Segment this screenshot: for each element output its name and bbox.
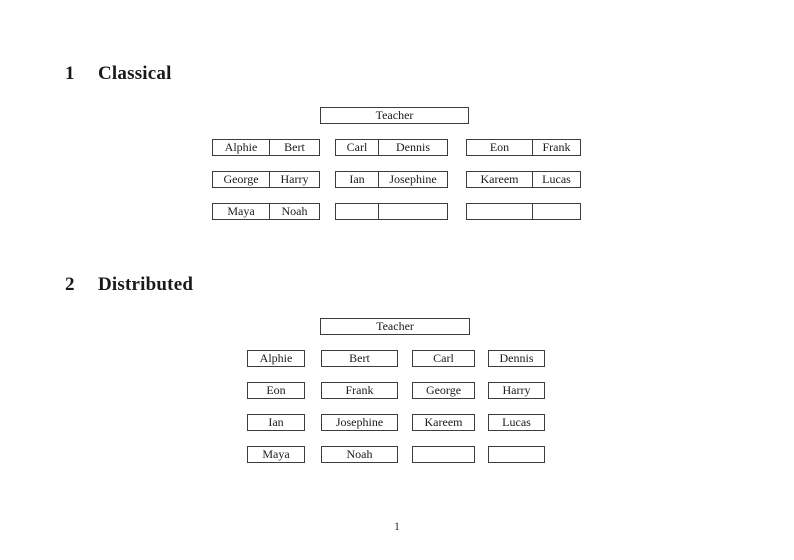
desk-cell: Noah: [281, 204, 308, 218]
desk-cell: Bert: [284, 140, 305, 154]
desk-cell: [533, 204, 580, 219]
section-number: 2: [65, 274, 75, 295]
desk-cell: Dennis: [499, 351, 534, 365]
desk-pair-box-empty: [335, 203, 448, 220]
desk-pair-box: George Harry: [212, 171, 320, 188]
desk-cell: Kareem: [424, 415, 463, 429]
desk-cell: Dennis: [396, 140, 430, 154]
desk-box: Lucas: [488, 414, 545, 431]
desk-box: George: [412, 382, 475, 399]
desk-cell: Josephine: [335, 415, 384, 429]
desk-box: Josephine: [321, 414, 398, 431]
desk-pair-box: Alphie Bert: [212, 139, 320, 156]
desk-box: Dennis: [488, 350, 545, 367]
desk-box: Maya: [247, 446, 305, 463]
desk-cell: George: [213, 172, 270, 187]
desk-box-empty: [412, 446, 475, 463]
desk-cell: Ian: [268, 415, 284, 429]
desk-cell: Alphie: [259, 351, 293, 365]
desk-cell: Kareem: [467, 172, 533, 187]
desk-box: Kareem: [412, 414, 475, 431]
teacher-box: Teacher: [320, 318, 470, 335]
desk-box: Harry: [488, 382, 545, 399]
desk-cell: Harry: [280, 172, 309, 186]
desk-box: Eon: [247, 382, 305, 399]
teacher-box: Teacher: [320, 107, 469, 124]
desk-box: Carl: [412, 350, 475, 367]
desk-cell: Lucas: [502, 415, 531, 429]
section-heading-distributed: 2 Distributed: [65, 274, 193, 296]
desk-cell: Frank: [542, 140, 571, 154]
desk-box: Alphie: [247, 350, 305, 367]
desk-box: Bert: [321, 350, 398, 367]
desk-cell: Alphie: [213, 140, 270, 155]
desk-cell: [336, 204, 379, 219]
desk-pair-box-empty: [466, 203, 581, 220]
teacher-label: Teacher: [376, 319, 414, 333]
desk-cell: Eon: [467, 140, 533, 155]
desk-cell: George: [425, 383, 462, 397]
desk-cell: Carl: [433, 351, 454, 365]
desk-box: Ian: [247, 414, 305, 431]
section-heading-classical: 1 Classical: [65, 63, 172, 85]
desk-cell: Maya: [213, 204, 270, 219]
section-title: Distributed: [98, 274, 194, 295]
desk-box: Noah: [321, 446, 398, 463]
desk-cell: Lucas: [542, 172, 571, 186]
desk-pair-box: Maya Noah: [212, 203, 320, 220]
desk-cell: [467, 204, 533, 219]
desk-cell: Carl: [336, 140, 379, 155]
desk-pair-box: Eon Frank: [466, 139, 581, 156]
desk-cell: Frank: [345, 383, 374, 397]
desk-box-empty: [488, 446, 545, 463]
desk-box: Frank: [321, 382, 398, 399]
desk-cell: Maya: [262, 447, 290, 461]
desk-cell: Noah: [346, 447, 373, 461]
desk-pair-box: Ian Josephine: [335, 171, 448, 188]
desk-cell: [379, 204, 447, 219]
desk-cell: Bert: [349, 351, 370, 365]
desk-cell: Harry: [502, 383, 531, 397]
desk-cell: Josephine: [389, 172, 437, 186]
teacher-label: Teacher: [375, 108, 414, 122]
page-number: 1: [394, 519, 400, 533]
section-number: 1: [65, 63, 75, 84]
desk-pair-box: Kareem Lucas: [466, 171, 581, 188]
desk-pair-box: Carl Dennis: [335, 139, 448, 156]
desk-cell: Ian: [336, 172, 379, 187]
desk-cell: Eon: [266, 383, 286, 397]
section-title: Classical: [98, 63, 172, 84]
